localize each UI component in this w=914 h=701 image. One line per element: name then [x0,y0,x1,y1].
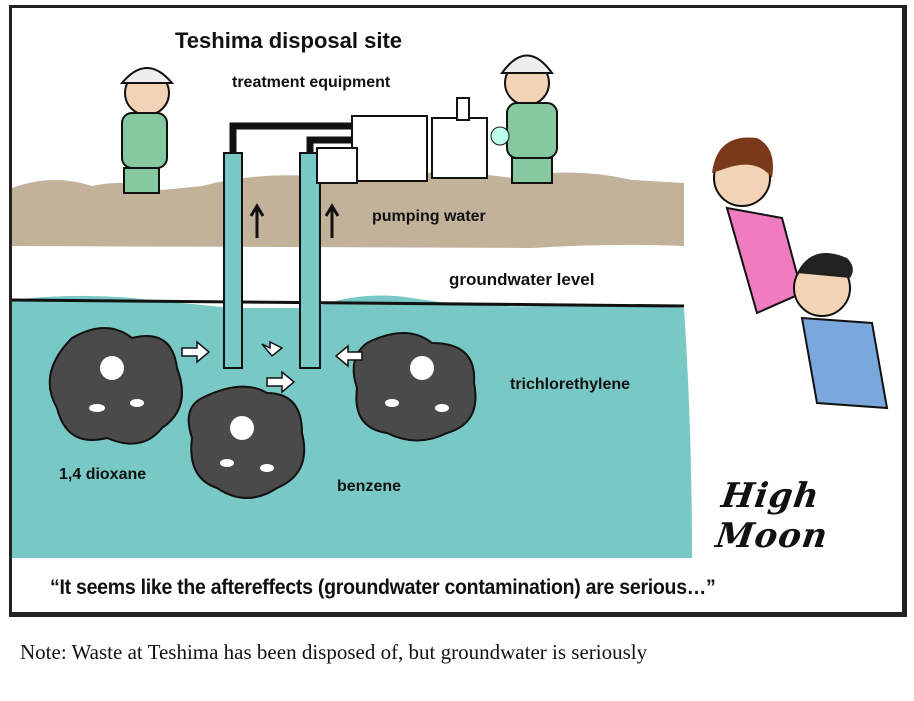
pumping-pipes [223,122,357,369]
worker-with-flask [490,54,558,184]
label-groundwater-level: groundwater level [449,270,595,289]
soil-layer [12,172,684,248]
flow-arrow-icon [181,340,211,364]
skull-icon [410,356,434,380]
flow-arrow-icon [266,370,296,394]
label-benzene: benzene [337,478,402,495]
skull-icon [230,416,254,440]
caption-quote: “It seems like the aftereffects (groundw… [50,576,716,599]
pollutant-blob-benzene [187,385,306,499]
signature-logo: High Moon [713,476,831,556]
flow-arrows [181,340,363,394]
cartoon-illustration [12,54,889,558]
skull-icon [100,356,124,380]
pollutant-blob-trichlorethylene [352,332,477,442]
man-onlooker [793,253,889,410]
note-text: Note: Waste at Teshima has been disposed… [20,640,648,664]
woman-onlooker [712,137,804,315]
up-arrow-icon [249,203,265,238]
label-dioxane: 1,4 dioxane [59,466,147,483]
label-trichlorethylene: trichlorethylene [510,376,631,393]
up-arrow-icon [324,203,340,238]
worker-with-wrench [119,67,175,194]
groundwater [12,295,692,558]
flow-arrow-icon [334,344,363,368]
treatment-equipment [316,97,488,184]
label-treatment-equipment: treatment equipment [232,74,391,91]
label-pumping-water: pumping water [372,208,486,225]
pollutant-blob-dioxane [48,327,183,445]
groundwater-level-line [12,298,685,308]
flow-arrow-icon [261,340,284,358]
cartoon-panel: Teshima disposal site treatment equipmen… [9,5,907,617]
cartoon-title: Teshima disposal site [175,28,403,53]
